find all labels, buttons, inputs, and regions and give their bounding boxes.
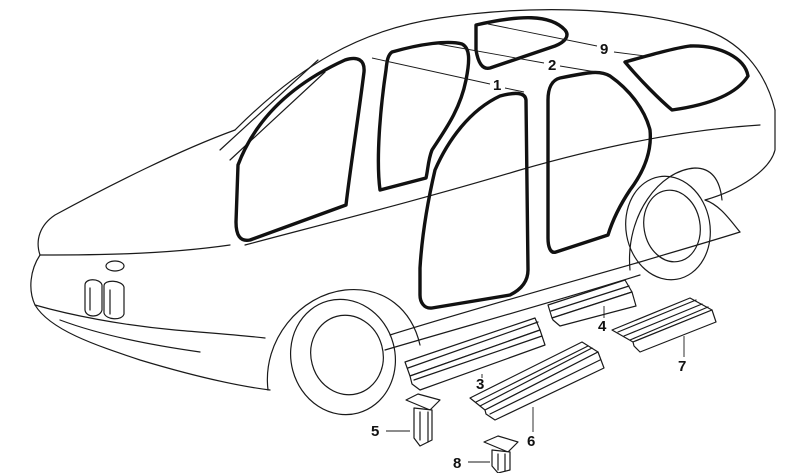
clip-part-8 xyxy=(483,435,519,473)
rear-wheel xyxy=(625,167,723,281)
car-body-outline xyxy=(30,9,776,391)
sill-trim-part-3 xyxy=(404,317,546,391)
roundel-badge xyxy=(105,260,125,272)
front-grille xyxy=(84,260,125,320)
callout-7: 7 xyxy=(678,358,686,375)
callout-5: 5 xyxy=(371,423,379,440)
front-wheel xyxy=(266,288,421,416)
callout-2: 2 xyxy=(548,57,556,74)
callout-8: 8 xyxy=(453,455,461,472)
callout-3: 3 xyxy=(476,376,484,393)
callout-6: 6 xyxy=(527,433,535,450)
callout-4: 4 xyxy=(598,318,607,335)
sill-trim-part-4 xyxy=(547,279,637,327)
window-seals-part-1 xyxy=(234,40,653,310)
leader-lines xyxy=(371,23,685,463)
clip-part-5 xyxy=(405,393,441,447)
callout-1: 1 xyxy=(493,77,501,94)
callout-labels: 1 2 3 4 5 6 7 8 9 xyxy=(371,41,686,472)
sill-trim-part-7 xyxy=(611,297,717,353)
rear-quarter-glass-seal xyxy=(474,16,569,70)
sill-trim-part-6 xyxy=(469,341,605,421)
callout-9: 9 xyxy=(600,41,608,58)
rear-window-seal xyxy=(623,44,750,112)
